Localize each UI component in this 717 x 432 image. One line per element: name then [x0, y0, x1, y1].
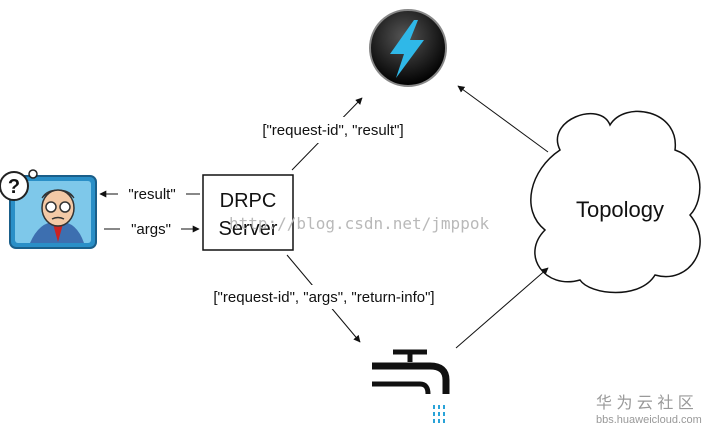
confused-client-icon: ?: [0, 169, 97, 249]
svg-text:?: ?: [8, 176, 20, 198]
edge-spout-to-cloud: [455, 267, 549, 349]
server-label-line1: DRPC: [220, 190, 277, 212]
watermark-site: bbs.huaweicloud.com: [596, 414, 702, 426]
watermark-brand: 华 为 云 社 区: [596, 394, 694, 412]
storm-lightning-icon: [369, 9, 447, 87]
drpc-server-node: DRPC Server: [202, 174, 294, 251]
label-args: "args": [131, 221, 171, 238]
label-request-args-return: ["request-id", "args", "return-info"]: [213, 289, 434, 306]
label-request-result: ["request-id", "result"]: [262, 122, 403, 139]
edge-cloud-to-storm: [457, 85, 549, 153]
spout-faucet-icon: [372, 349, 450, 423]
watermark-url: http://blog.csdn.net/jmppok: [229, 214, 489, 233]
topology-cloud: Topology: [530, 110, 701, 294]
server-label-line2: Server: [219, 218, 278, 240]
label-result: "result": [128, 186, 175, 203]
topology-label: Topology: [576, 197, 664, 222]
